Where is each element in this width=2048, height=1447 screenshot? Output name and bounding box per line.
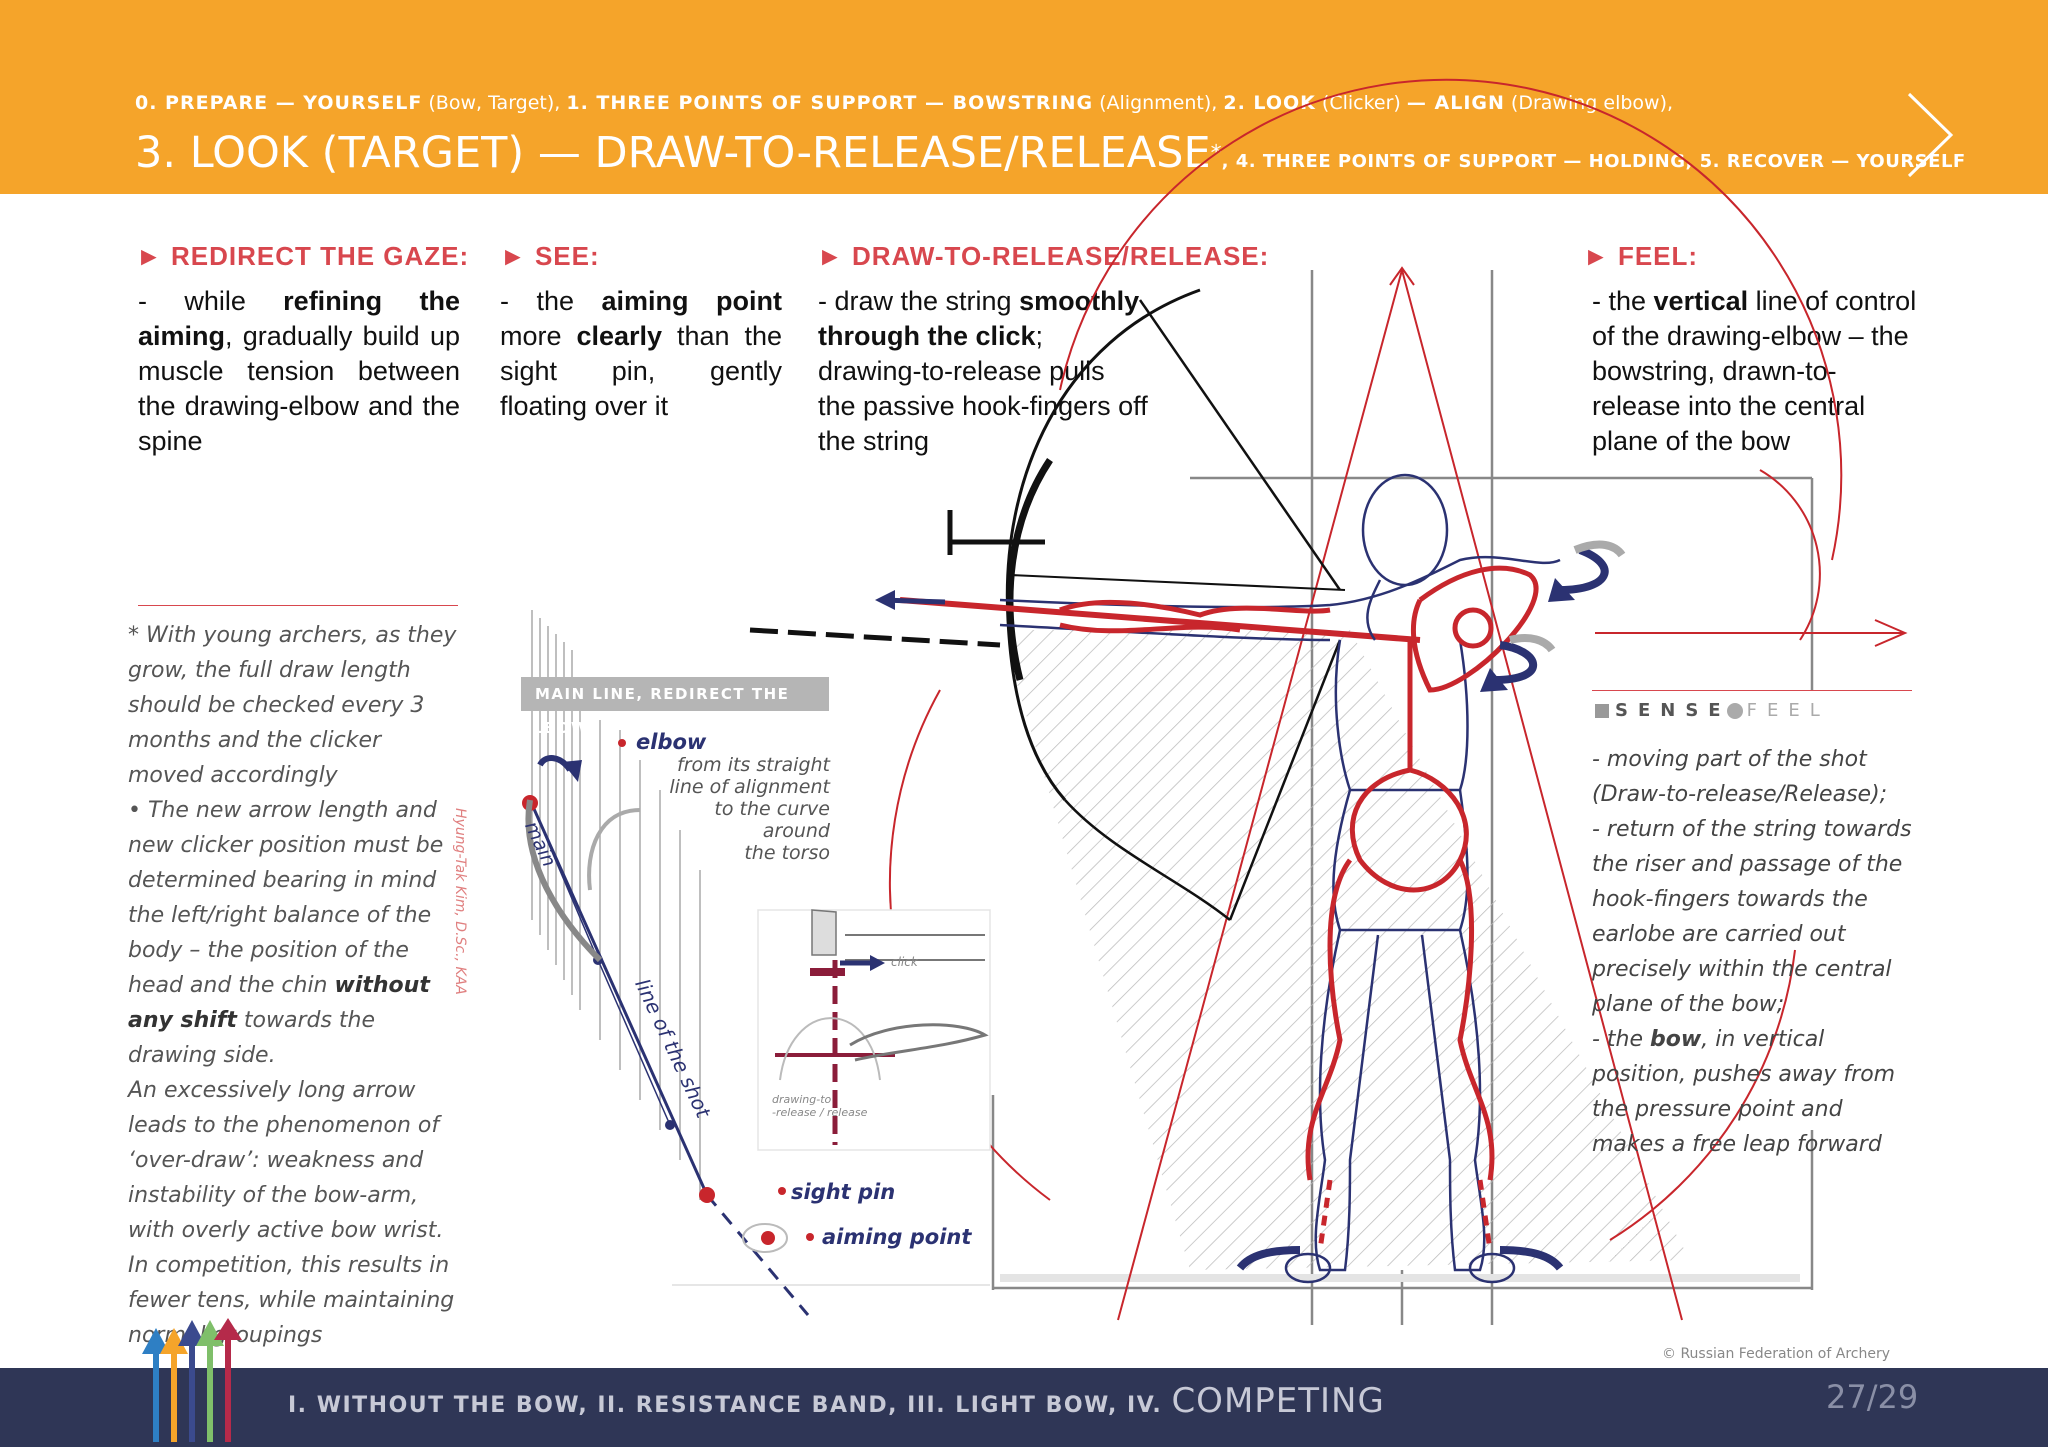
note-divider (138, 605, 458, 606)
gaze-text: - while refining the aiming, gradually b… (138, 286, 460, 456)
feel-text: - the vertical line of control of the dr… (1592, 286, 1917, 456)
footer-bar (0, 1368, 2048, 1447)
label-sight-pin: sight pin (791, 1180, 896, 1204)
page-number: 27/29 (1826, 1378, 1919, 1416)
heading-draw-to-release: ► DRAW-TO-RELEASE/RELEASE: (817, 241, 1270, 271)
square-icon (1595, 704, 1609, 718)
label-release: drawing-to-release / release (772, 1093, 868, 1119)
feel-panel-text: - moving part of the shot (Draw-to-relea… (1592, 747, 1912, 1157)
heading-feel: ► FEEL: (1583, 241, 1699, 271)
heading-redirect-gaze: ► REDIRECT THE GAZE: (136, 241, 470, 271)
current-step-title: 3. LOOK (TARGET) — DRAW-TO-RELEASE/RELEA… (135, 128, 1211, 178)
header-bar: 0. PREPARE — YOURSELF (Bow, Target), 1. … (0, 0, 2048, 194)
archery-arrows-logo-icon (142, 1318, 242, 1442)
label-elbow: elbow (636, 730, 707, 754)
steps-line-1: 0. PREPARE — YOURSELF (Bow, Target), 1. … (135, 92, 1674, 114)
footer-modules: I. WITHOUT THE BOW, II. RESISTANCE BAND,… (288, 1381, 1385, 1421)
arrow-length-note: • The new arrow length and new clicker p… (128, 798, 455, 1348)
panel-tag-main-line: MAIN LINE, REDIRECT THE ELBOW (521, 677, 829, 737)
next-arrow-icon[interactable] (1905, 92, 1955, 178)
feel-divider (1592, 690, 1912, 691)
label-aiming-point: aiming point (822, 1225, 972, 1249)
draw-text: - draw the string smoothly through the c… (818, 286, 1148, 456)
young-archers-note: * With young archers, as they grow, the … (128, 623, 457, 788)
dot-icon (1726, 703, 1743, 719)
copyright: © Russian Federation of Archery (1662, 1346, 1890, 1362)
label-click: click (891, 955, 918, 969)
see-text: - the aiming point more clearly than the… (500, 286, 783, 421)
heading-see: ► SEE: (500, 241, 600, 271)
steps-line-2: 3. LOOK (TARGET) — DRAW-TO-RELEASE/RELEA… (135, 128, 1966, 178)
